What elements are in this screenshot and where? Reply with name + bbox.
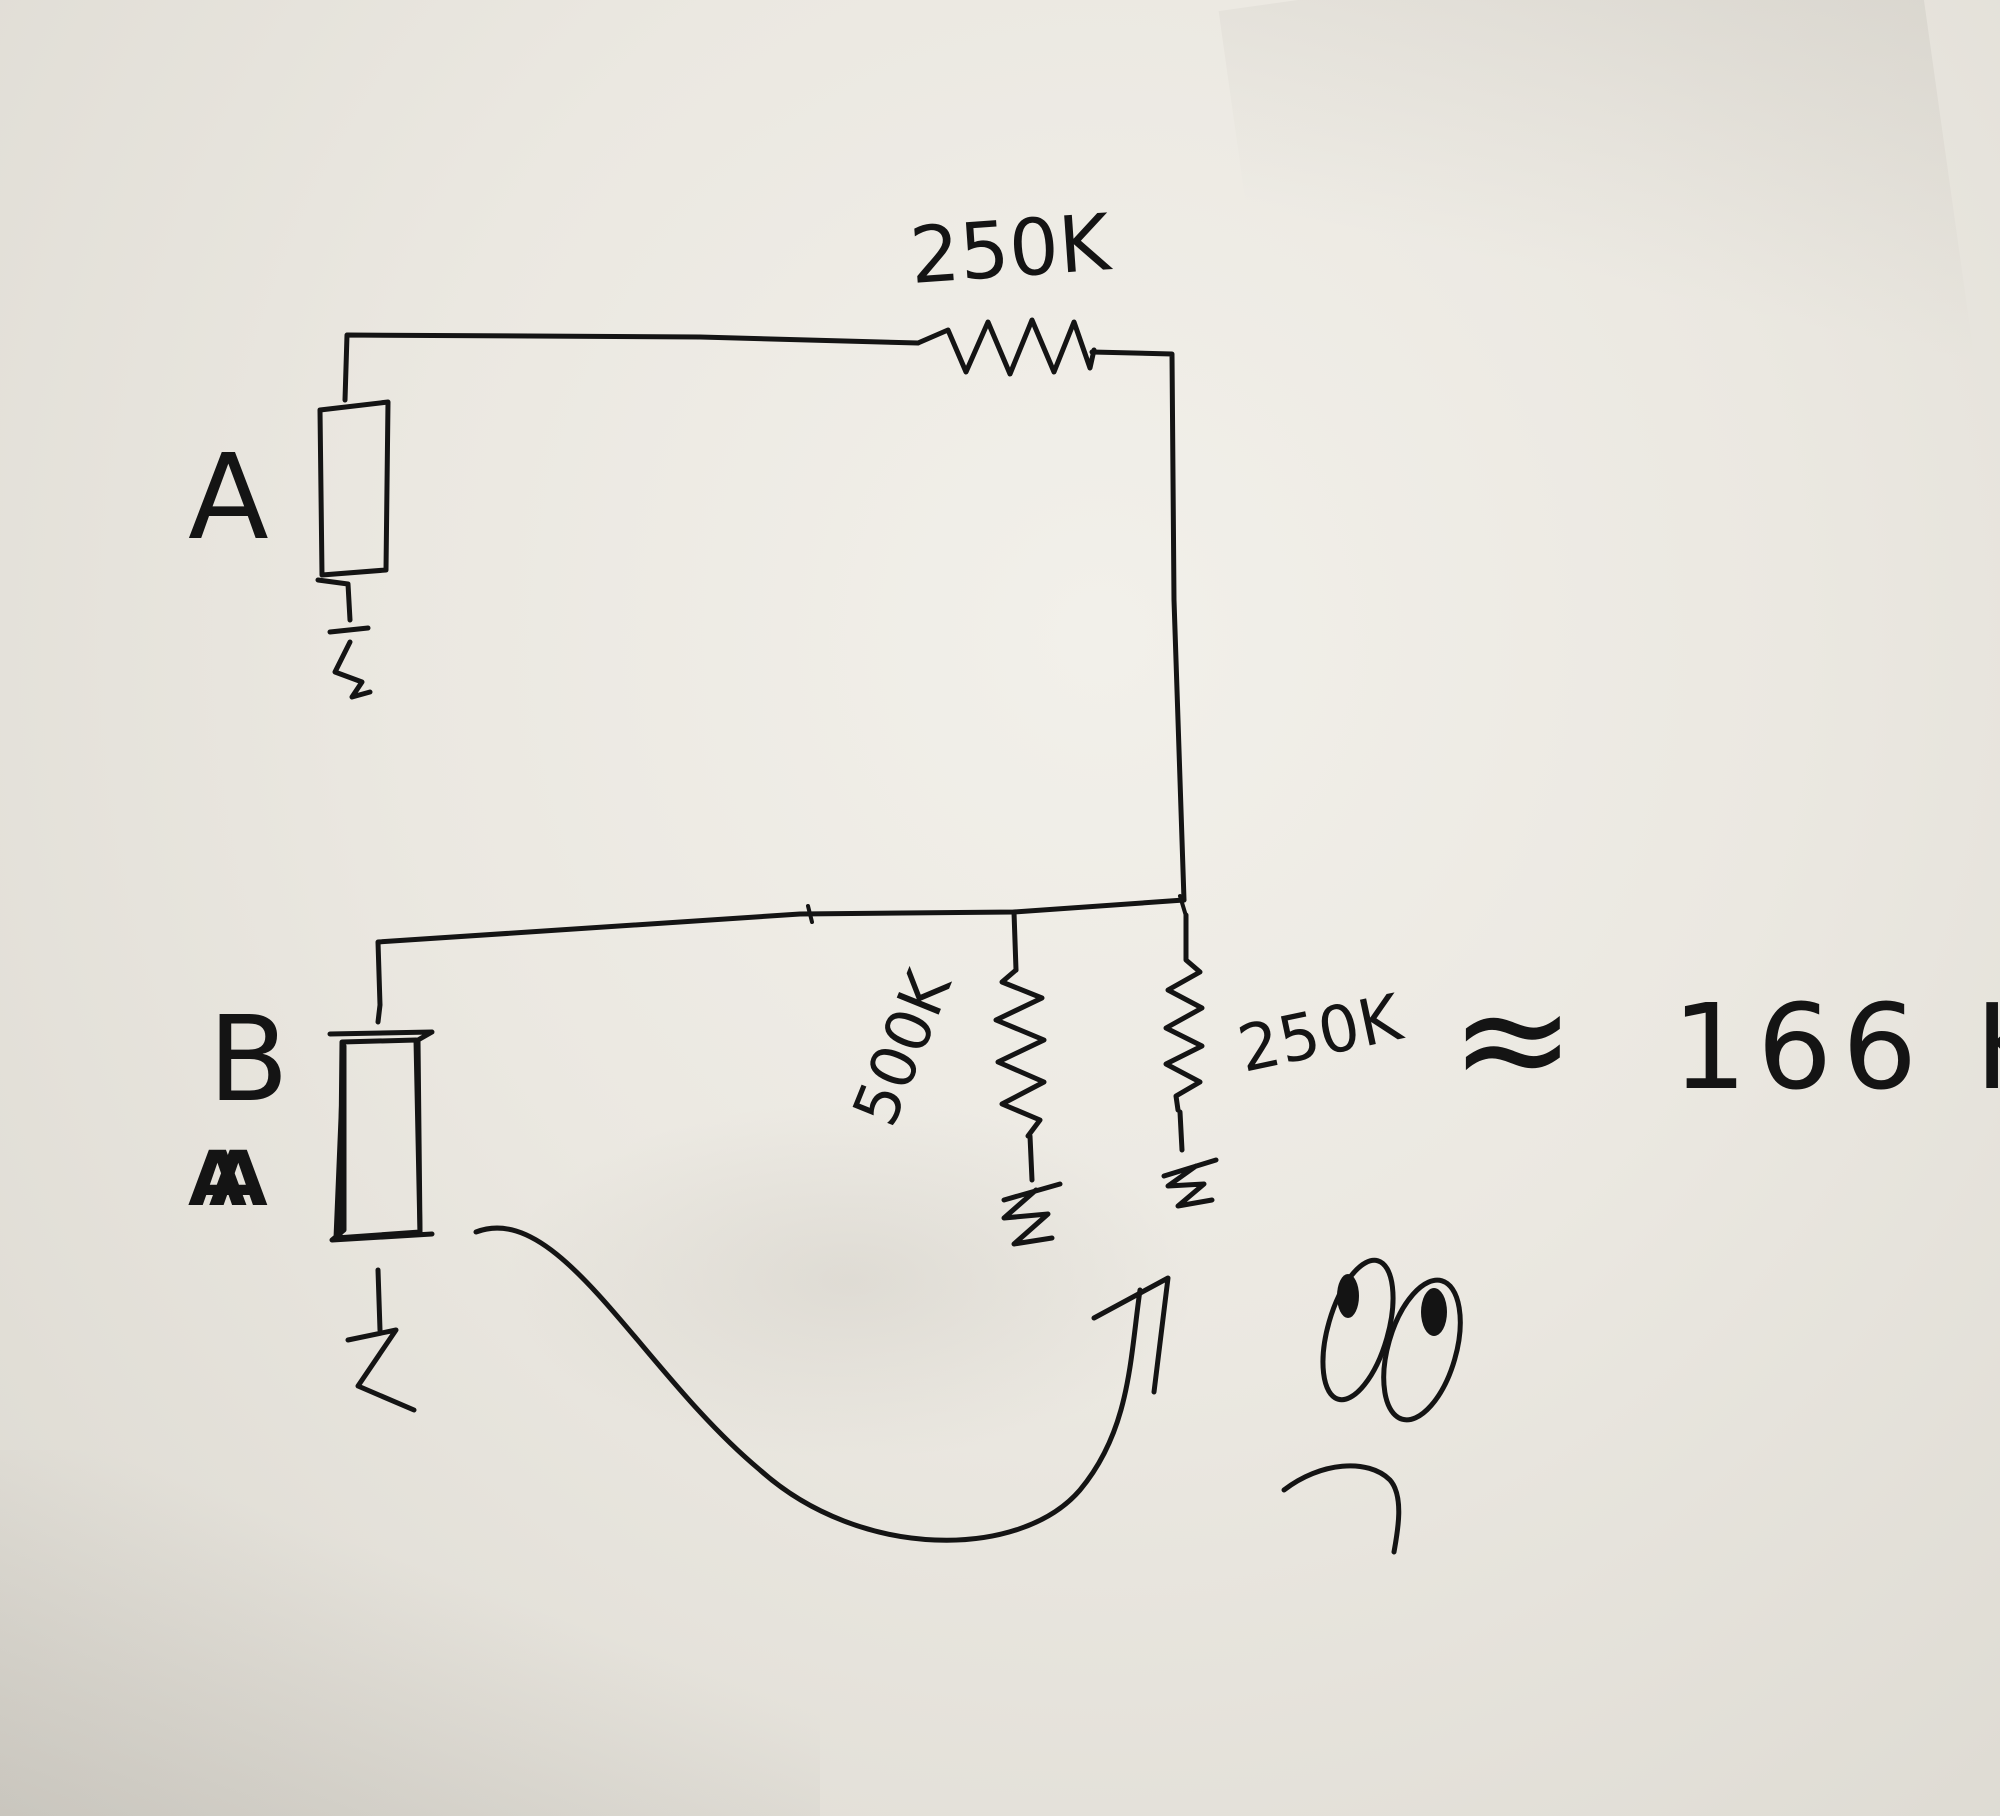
label-resistor-right: 250K — [1232, 981, 1410, 1088]
resistor-mid — [993, 967, 1047, 1139]
wire-bottom-bus — [375, 897, 1187, 1025]
label-resistor-top: 250K — [907, 198, 1115, 302]
bus-tick — [1178, 894, 1188, 918]
label-resistor-mid: 500K — [838, 960, 966, 1136]
sad-face-pupil-right — [1421, 1288, 1447, 1336]
ground-b — [345, 1267, 417, 1413]
resistor-right — [1163, 912, 1205, 1113]
wire-mid-resistor-top — [1011, 909, 1019, 973]
approx-symbol: ≈ — [1450, 952, 1576, 1126]
resistor-top — [915, 317, 1097, 377]
bus-tick — [806, 904, 814, 924]
ground-a — [315, 577, 373, 700]
ground-right — [1161, 1109, 1219, 1209]
label-node-b-scribble: AA — [188, 1134, 268, 1223]
sad-face-pupil-left — [1337, 1274, 1359, 1318]
label-node-a: A — [188, 428, 269, 566]
sad-face-eye-right — [1381, 1277, 1463, 1423]
component-a-body — [317, 399, 391, 578]
ground-mid — [1001, 1133, 1063, 1247]
sad-face-eye-left — [1320, 1257, 1396, 1403]
label-equivalent: 166 K — [1672, 978, 2000, 1116]
arrow-head — [1091, 1275, 1171, 1395]
component-b-body — [327, 1029, 435, 1243]
sad-face-mouth — [1281, 1463, 1402, 1555]
component-b-outline — [337, 1037, 423, 1241]
label-node-b: B — [208, 990, 289, 1128]
curved-arrow — [473, 1225, 1143, 1543]
wire-top-right — [1089, 349, 1187, 903]
wire-top-left — [342, 332, 921, 403]
